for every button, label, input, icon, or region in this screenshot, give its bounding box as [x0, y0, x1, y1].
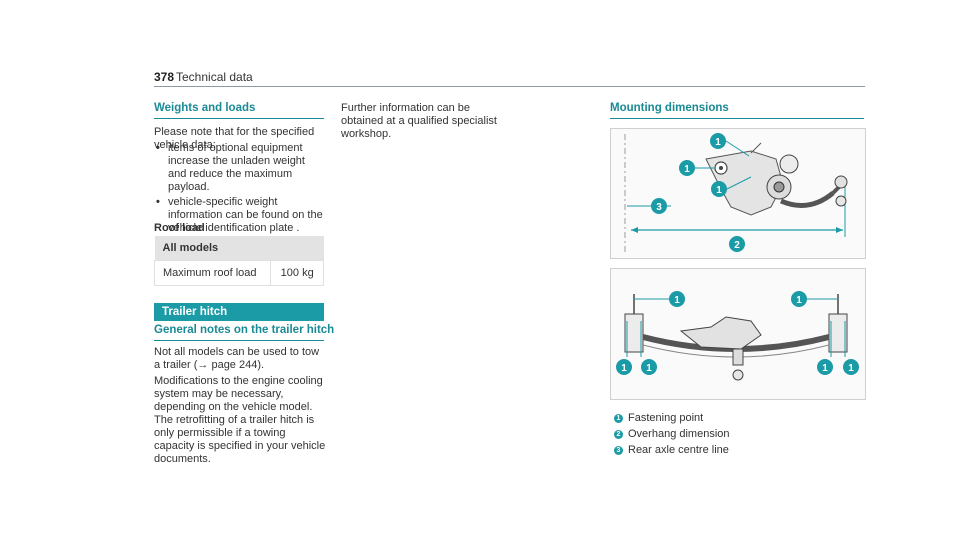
legend-badge-3: 3	[614, 445, 623, 455]
svg-text:1: 1	[716, 185, 722, 196]
trailer-hitch-band: Trailer hitch	[154, 303, 324, 321]
weights-heading: Weights and loads	[154, 102, 256, 114]
trailer-para-2: Modifications to the engine cooling syst…	[154, 375, 326, 465]
table-row: Maximum roof load 100 kg	[153, 260, 324, 286]
page-number: 378	[154, 70, 175, 84]
legend-label-3: Rear axle centre line	[628, 444, 729, 456]
side-view-drawing: 1 1 1 3 2	[624, 133, 848, 254]
running-header: Technical data	[176, 70, 253, 84]
roof-load-row-value: 100 kg	[270, 260, 324, 286]
svg-text:1: 1	[674, 295, 680, 306]
side-view-figure: 1 1 1 3 2	[610, 128, 866, 259]
roof-load-row-label: Maximum roof load	[153, 260, 272, 286]
weights-bullet-2: vehicle-specific weight information can …	[154, 196, 326, 235]
legend-item-1: 1 Fastening point	[614, 411, 703, 425]
svg-text:1: 1	[822, 363, 828, 374]
svg-text:2: 2	[734, 240, 740, 251]
svg-text:1: 1	[715, 137, 721, 148]
roof-load-table-header: All models	[154, 236, 324, 261]
legend-item-3: 3 Rear axle centre line	[614, 443, 729, 457]
legend-badge-1: 1	[614, 413, 623, 423]
svg-text:1: 1	[684, 164, 690, 175]
svg-text:1: 1	[848, 363, 854, 374]
svg-text:3: 3	[656, 202, 662, 213]
weights-bullet-1: items of optional equipment increase the…	[154, 142, 326, 194]
svg-text:1: 1	[621, 363, 627, 374]
trailer-rule	[154, 340, 324, 341]
roof-load-table: All models Maximum roof load 100 kg	[153, 236, 324, 286]
header-divider	[154, 86, 865, 87]
legend-badge-2: 2	[614, 429, 623, 439]
mounting-rule	[610, 118, 864, 119]
svg-text:1: 1	[796, 295, 802, 306]
trailer-para-1: Not all models can be used to tow a trai…	[154, 346, 320, 371]
svg-text:1: 1	[646, 363, 652, 374]
mounting-heading: Mounting dimensions	[610, 102, 729, 114]
roof-load-label: Roof load	[154, 222, 205, 234]
legend-item-2: 2 Overhang dimension	[614, 427, 730, 441]
legend-label-2: Overhang dimension	[628, 428, 730, 440]
weights-bullet-list: items of optional equipment increase the…	[154, 142, 326, 237]
legend-label-1: Fastening point	[628, 412, 704, 424]
rear-view-drawing: 1 1 1 1 1 1	[616, 291, 859, 381]
further-info-text: Further information can be obtained at a…	[341, 102, 497, 140]
rear-view-figure: 1 1 1 1 1 1	[610, 268, 866, 400]
weights-rule	[154, 118, 324, 119]
trailer-subheading: General notes on the trailer hitch	[154, 324, 335, 336]
